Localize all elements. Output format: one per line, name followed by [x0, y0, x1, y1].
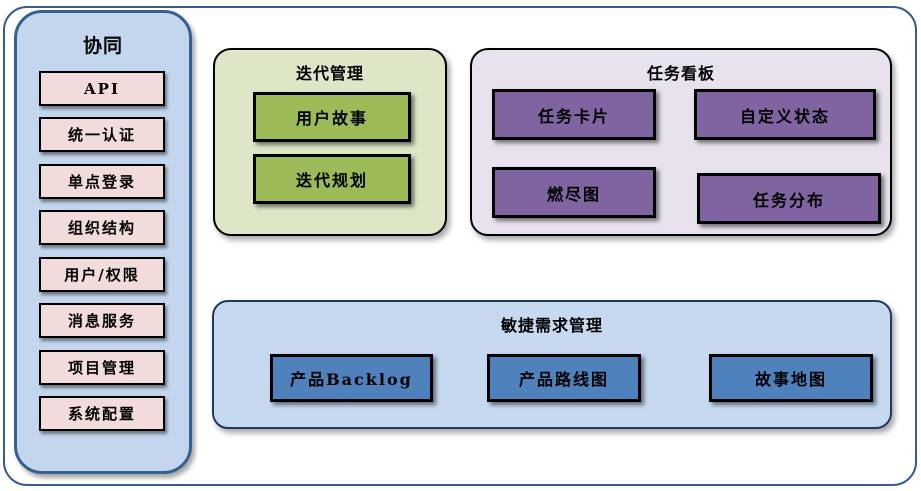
item-custom-status: 自定义状态 — [694, 89, 876, 140]
sidebar-item-org-structure: 组织结构 — [39, 210, 165, 245]
item-story-map: 故事地图 — [709, 354, 873, 402]
sidebar-item-api: API — [39, 71, 165, 106]
sidebar-panel: 协同 API 统一认证 单点登录 组织结构 用户/权限 消息服务 项目管理 系统… — [14, 10, 192, 474]
sidebar-item-single-sign-on: 单点登录 — [39, 164, 165, 199]
item-burndown-chart: 燃尽图 — [492, 167, 656, 218]
item-product-roadmap: 产品路线图 — [487, 354, 641, 402]
group-iteration-management-title: 迭代管理 — [295, 66, 364, 83]
item-iteration-planning: 迭代规划 — [253, 154, 411, 204]
item-product-backlog: 产品Backlog — [270, 354, 433, 402]
sidebar-item-system-config: 系统配置 — [39, 396, 165, 431]
sidebar-item-message-service: 消息服务 — [39, 303, 165, 338]
item-task-distribution: 任务分布 — [697, 173, 881, 224]
group-iteration-management: 迭代管理 用户故事 迭代规划 — [213, 48, 447, 236]
sidebar-item-unified-auth: 统一认证 — [39, 117, 165, 152]
group-agile-requirement-management: 敏捷需求管理 产品Backlog 产品路线图 故事地图 — [212, 300, 892, 429]
sidebar-item-project-management: 项目管理 — [39, 350, 165, 385]
item-task-card: 任务卡片 — [492, 89, 656, 140]
sidebar-title: 协同 — [82, 36, 123, 57]
sidebar-item-user-permission: 用户/权限 — [39, 257, 165, 292]
group-task-board-title: 任务看板 — [646, 66, 715, 83]
group-task-board: 任务看板 任务卡片 自定义状态 燃尽图 任务分布 — [470, 48, 892, 236]
item-user-story: 用户故事 — [253, 92, 411, 142]
group-agile-requirement-title: 敏捷需求管理 — [500, 318, 603, 335]
